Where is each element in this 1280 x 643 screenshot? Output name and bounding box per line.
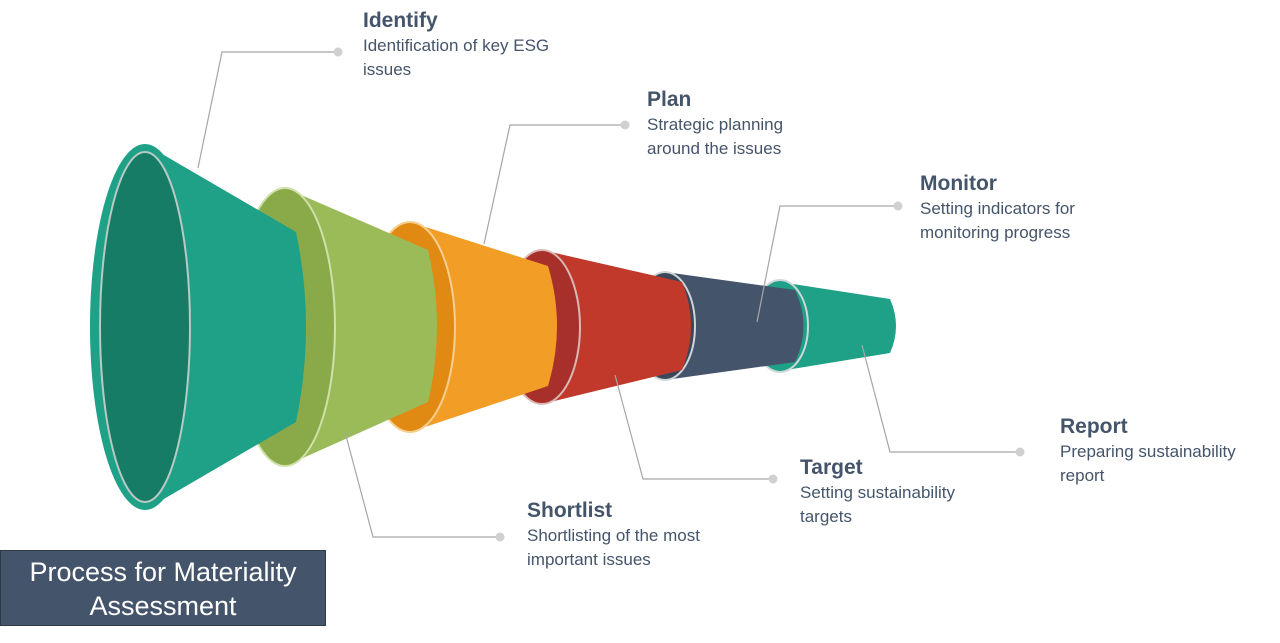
dot-plan [620, 120, 630, 130]
stage-description: Setting sustainability targets [800, 483, 955, 526]
stage-title: Shortlist [527, 499, 613, 522]
connector-dots [333, 47, 1025, 542]
dot-monitor [893, 201, 903, 211]
stage-title: Report [1060, 415, 1128, 438]
stage-description: Setting indicators for monitoring progre… [920, 199, 1075, 242]
label-report: Report Preparing sustainability report [1060, 414, 1275, 488]
label-monitor: Monitor Setting indicators for monitorin… [920, 171, 1110, 245]
dot-target [768, 474, 778, 484]
connector-monitor [756, 205, 898, 323]
stage-description: Shortlisting of the most important issue… [527, 526, 700, 569]
stage-description: Strategic planning around the issues [647, 115, 784, 158]
stage-title: Target [800, 456, 863, 479]
stage-title: Plan [647, 88, 692, 111]
connector-target [614, 374, 773, 480]
connector-plan [483, 124, 625, 245]
dot-shortlist [495, 532, 505, 542]
label-identify: Identify Identification of key ESG issue… [363, 8, 553, 82]
label-plan: Plan Strategic planning around the issue… [647, 87, 817, 161]
connectors [197, 51, 1020, 538]
connector-shortlist [344, 431, 500, 538]
stage-title: Monitor [920, 172, 997, 195]
dot-identify [333, 47, 343, 57]
connector-report [861, 344, 1020, 453]
stage-description: Identification of key ESG issues [363, 36, 550, 79]
stage-description: Preparing sustainability report [1060, 442, 1236, 485]
connector-identify [197, 51, 338, 169]
diagram-title: Process for Materiality Assessment [0, 550, 326, 626]
dot-report [1015, 447, 1025, 457]
segment-identify [90, 144, 306, 510]
label-shortlist: Shortlist Shortlisting of the most impor… [527, 498, 742, 572]
stage-title: Identify [363, 9, 438, 32]
label-target: Target Setting sustainability targets [800, 455, 990, 529]
